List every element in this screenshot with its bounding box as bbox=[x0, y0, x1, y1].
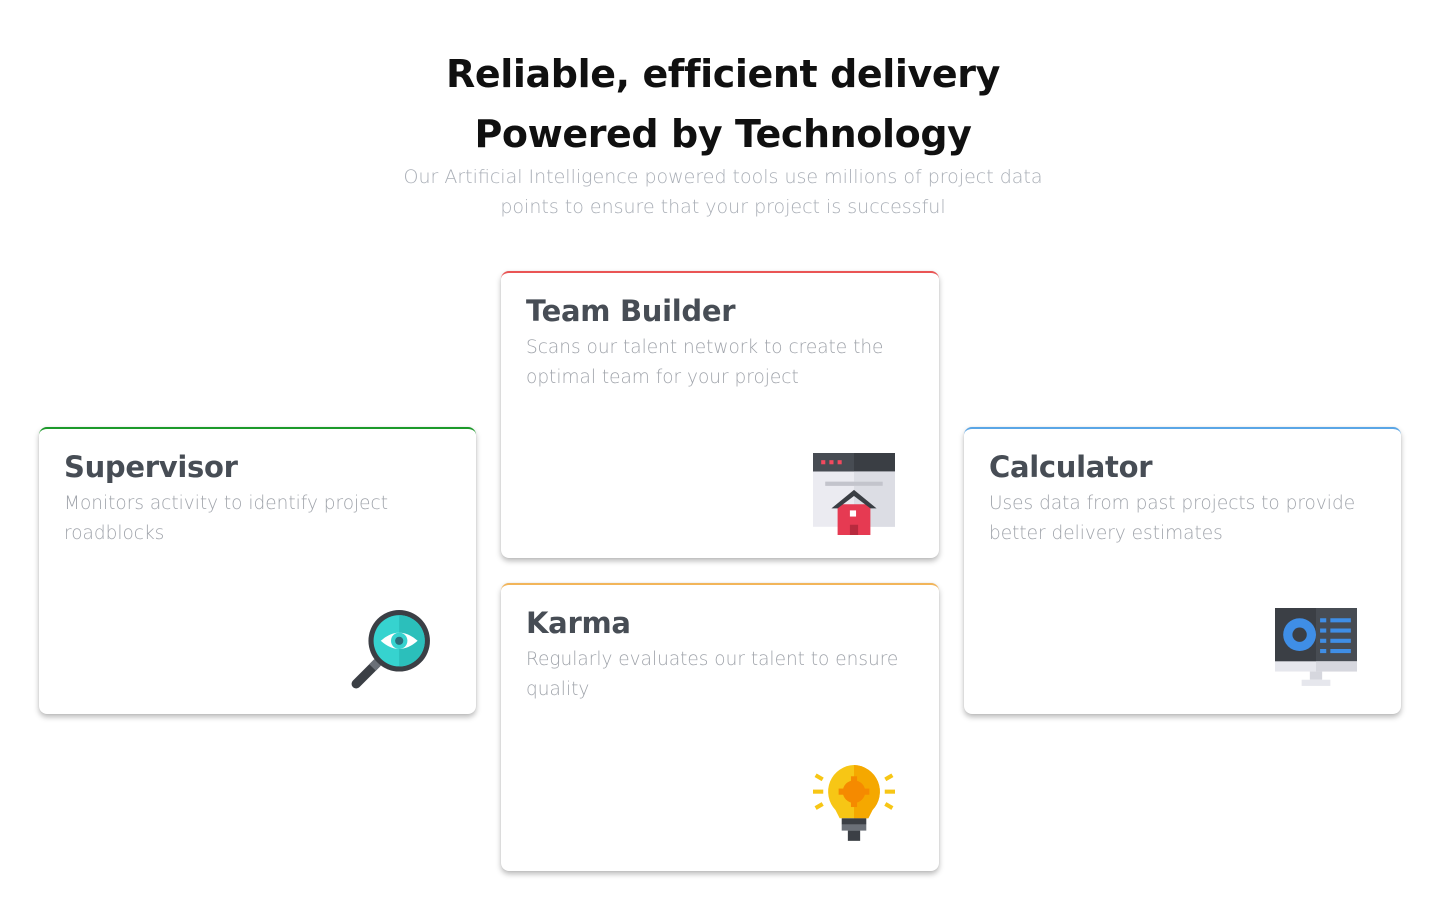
card-title: Calculator bbox=[989, 450, 1153, 484]
feature-card-supervisor: Supervisor Monitors activity to identify… bbox=[39, 427, 476, 714]
browser-house-icon bbox=[813, 453, 895, 535]
feature-card-karma: Karma Regularly evaluates our talent to … bbox=[501, 583, 939, 871]
card-description: Scans our talent network to create the o… bbox=[526, 337, 884, 388]
card-title: Supervisor bbox=[64, 450, 238, 484]
section-heading: Reliable, efficient delivery Powered by … bbox=[0, 44, 1446, 164]
lightbulb-gear-icon bbox=[813, 765, 895, 847]
card-title: Karma bbox=[526, 606, 631, 640]
heading-line-1: Reliable, efficient delivery bbox=[446, 52, 1000, 96]
heading-line-2: Powered by Technology bbox=[474, 112, 972, 156]
feature-card-team-builder: Team Builder Scans our talent network to… bbox=[501, 271, 939, 558]
subtitle-line-1: Our Artificial Intelligence powered tool… bbox=[403, 166, 1043, 188]
card-description: Regularly evaluates our talent to ensure… bbox=[526, 649, 899, 700]
section-subtitle: Our Artificial Intelligence powered tool… bbox=[380, 162, 1066, 222]
card-description: Monitors activity to identify project ro… bbox=[64, 493, 388, 544]
feature-card-calculator: Calculator Uses data from past projects … bbox=[964, 427, 1401, 714]
subtitle-line-2: points to ensure that your project is su… bbox=[500, 196, 946, 218]
monitor-dashboard-icon bbox=[1275, 608, 1357, 690]
magnifier-eye-icon bbox=[350, 608, 432, 690]
card-description: Uses data from past projects to provide … bbox=[989, 493, 1356, 544]
card-title: Team Builder bbox=[526, 294, 736, 328]
